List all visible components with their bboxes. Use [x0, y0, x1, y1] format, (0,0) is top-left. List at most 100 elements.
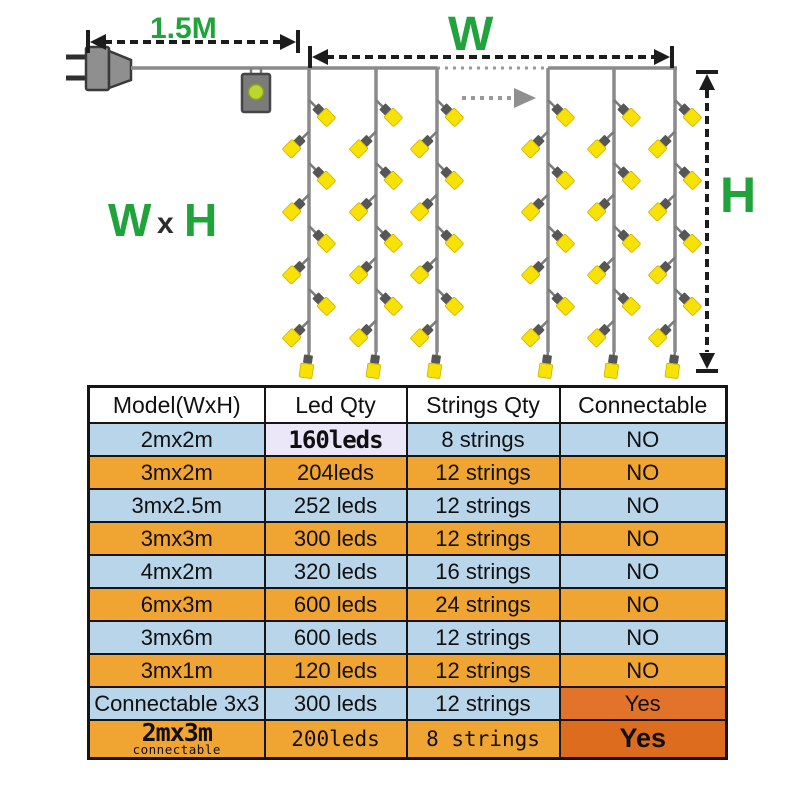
- led-bulb-icon: [410, 130, 438, 159]
- led-bulb-icon: [308, 162, 336, 190]
- size-label-x: x: [157, 207, 174, 240]
- led-bulb-icon: [664, 351, 680, 379]
- led-bulb-icon: [674, 162, 702, 190]
- led-bulb-icon: [349, 193, 377, 222]
- controller-icon: [240, 68, 272, 114]
- led-bulb-icon: [648, 193, 676, 222]
- cell-connectable: NO: [558, 488, 728, 523]
- cell-strings: 8 strings: [405, 719, 561, 759]
- led-bulb-icon: [603, 351, 619, 379]
- led-bulb-icon: [349, 256, 377, 285]
- cell-strings: 12 strings: [405, 686, 561, 721]
- led-bulb-icon: [375, 99, 403, 127]
- cell-model: 3mx3m: [87, 521, 266, 556]
- height-dimension: H: [696, 70, 756, 373]
- cell-model: 3mx6m: [87, 620, 266, 655]
- cell-connectable: NO: [558, 653, 728, 688]
- led-bulb-icon: [674, 288, 702, 316]
- cell-strings: 12 strings: [405, 521, 561, 556]
- continuation-arrow-icon: [462, 88, 536, 108]
- led-bulb-icon: [410, 256, 438, 285]
- cell-led: 300 leds: [263, 521, 408, 556]
- cell-strings: 12 strings: [405, 488, 561, 523]
- led-bulb-icon: [613, 99, 641, 127]
- size-label-w: W: [108, 194, 152, 246]
- led-bulb-icon: [308, 99, 336, 127]
- cell-strings: 24 strings: [405, 587, 561, 622]
- led-bulb-icon: [547, 99, 575, 127]
- cell-strings: 12 strings: [405, 455, 561, 490]
- led-bulb-icon: [308, 288, 336, 316]
- power-plug-icon: [66, 45, 133, 92]
- cell-led: 204leds: [263, 455, 408, 490]
- led-bulb-icon: [375, 225, 403, 253]
- cell-led: 300 leds: [263, 686, 408, 721]
- led-bulb-icon: [436, 288, 464, 316]
- column-header: Model(WxH): [87, 385, 266, 424]
- cell-connectable: NO: [558, 521, 728, 556]
- height-label: H: [720, 167, 756, 223]
- led-bulb-icon: [282, 130, 310, 159]
- led-bulb-icon: [521, 130, 549, 159]
- led-bulb-icon: [613, 288, 641, 316]
- led-bulb-icon: [282, 319, 310, 348]
- led-bulb-icon: [648, 130, 676, 159]
- led-bulb-icon: [648, 319, 676, 348]
- column-header: Led Qty: [263, 385, 408, 424]
- led-bulb-icon: [349, 130, 377, 159]
- led-bulb-icon: [537, 351, 553, 379]
- width-label: W: [448, 8, 494, 61]
- led-bulb-icon: [648, 256, 676, 285]
- model-label: 2mx3m: [141, 720, 213, 748]
- led-bulb-icon: [436, 162, 464, 190]
- model-sub-label: connectable: [132, 741, 221, 757]
- led-bulb-icon: [521, 319, 549, 348]
- cell-strings: 12 strings: [405, 653, 561, 688]
- led-bulb-icon: [674, 225, 702, 253]
- led-bulb-icon: [410, 319, 438, 348]
- cell-connectable: NO: [558, 587, 728, 622]
- cell-strings: 8 strings: [405, 422, 561, 457]
- led-bulb-icon: [282, 193, 310, 222]
- led-bulb-icon: [410, 193, 438, 222]
- cell-connectable: Yes: [558, 719, 728, 759]
- size-label: W x H: [108, 194, 217, 246]
- width-dimension: W: [308, 8, 674, 68]
- led-bulb-icon: [521, 193, 549, 222]
- led-bulb-icon: [375, 162, 403, 190]
- size-label-h: H: [184, 194, 217, 246]
- cell-led: 600 leds: [263, 620, 408, 655]
- cell-led: 252 leds: [263, 488, 408, 523]
- cell-model: 3mx2m: [87, 455, 266, 490]
- cell-strings: 16 strings: [405, 554, 561, 589]
- led-bulb-icon: [587, 319, 615, 348]
- led-bulb-icon: [298, 351, 314, 379]
- cell-led: 120 leds: [263, 653, 408, 688]
- led-bulb-icon: [349, 319, 377, 348]
- led-bulb-icon: [426, 351, 442, 379]
- led-bulb-icon: [521, 256, 549, 285]
- cell-connectable: NO: [558, 620, 728, 655]
- cell-model: 6mx3m: [87, 587, 266, 622]
- led-bulb-icon: [587, 193, 615, 222]
- cell-model: 4mx2m: [87, 554, 266, 589]
- led-bulb-icon: [282, 256, 310, 285]
- cell-connectable: Yes: [558, 686, 728, 721]
- cell-connectable: NO: [558, 422, 728, 457]
- cell-model: 3mx2.5m: [87, 488, 266, 523]
- cell-model: 2mx2m: [87, 422, 266, 457]
- curtain-strings: [282, 68, 702, 379]
- column-header: Strings Qty: [405, 385, 561, 424]
- column-header: Connectable: [558, 385, 728, 424]
